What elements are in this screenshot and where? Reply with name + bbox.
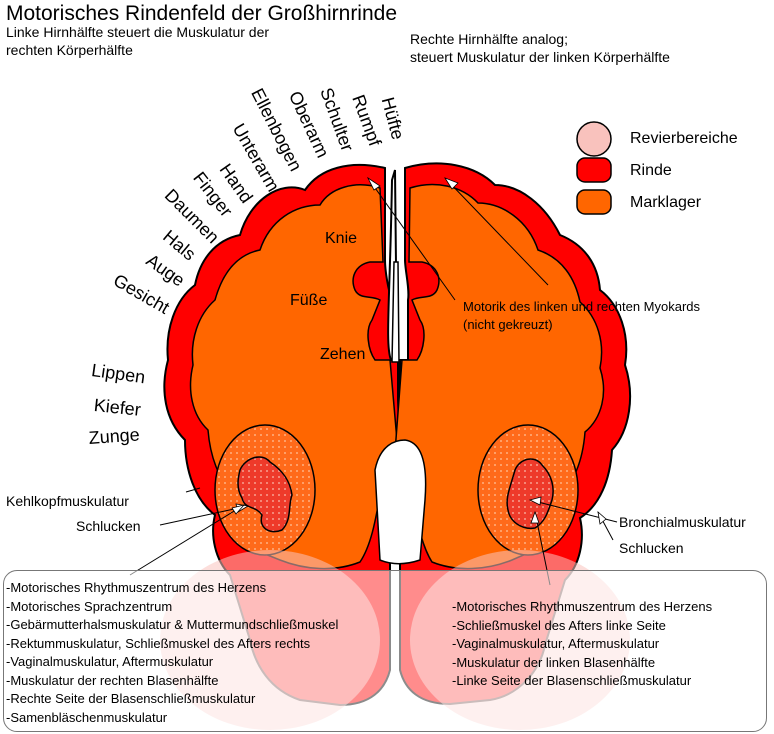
annotation-kehlkopf: Kehlkopfmuskulatur [6, 493, 129, 509]
list-item: -Rektummuskulatur, Schließmuskel des Aft… [6, 635, 311, 651]
annotation-schlucken-left: Schlucken [76, 518, 141, 534]
list-item: -Motorisches Rhythmuszentrum des Herzens [452, 599, 713, 614]
list-item: -Samenbläschenmuskulatur [6, 709, 168, 725]
label-knie: Knie [325, 230, 358, 247]
left-note-line1: Linke Hirnhälfte steuert die Muskulatur … [6, 24, 270, 40]
left-list: -Motorisches Rhythmuszentrum des Herzens… [6, 579, 338, 727]
list-item: -Schließmuskel des Afters linke Seite [452, 617, 666, 633]
annotation-myokard-line2: (nicht gekreuzt) [463, 317, 553, 332]
legend-marklager: Marklager [630, 194, 702, 211]
list-item: -Linke Seite der Blasenschließmuskulatur [452, 673, 692, 688]
label-fuesse: Füße [290, 292, 328, 309]
list-item: -Muskulatur der linken Blasenhälfte [452, 654, 656, 670]
page-title: Motorisches Rindenfeld der Großhirnrinde [6, 2, 398, 25]
legend-swatch-revier [576, 121, 612, 157]
right-note-line2: steuert Muskulatur der linken Körperhälf… [410, 49, 670, 65]
left-note-line2: rechten Körperhälfte [6, 42, 133, 58]
list-item: -Gebärmutterhalsmuskulatur & Muttermunds… [6, 617, 339, 632]
list-item: -Vaginalmuskulatur, Aftermuskulatur [6, 654, 214, 669]
info-box [3, 570, 767, 732]
annotation-myokard-line1: Motorik des linken und rechten Myokards [463, 299, 701, 314]
annotation-bronchial: Bronchialmuskulatur [619, 514, 746, 530]
list-item: -Vaginalmuskulatur, Aftermuskulatur [452, 636, 660, 651]
label-zehen: Zehen [320, 346, 366, 363]
list-item: -Rechte Seite der Blasenschließmuskulatu… [6, 691, 256, 706]
list-item: -Motorisches Sprachzentrum [6, 598, 173, 614]
right-note-line1: Rechte Hirnhälfte analog; [410, 31, 568, 47]
label-zunge: Zunge [88, 424, 141, 448]
legend-revier: Revierbereiche [630, 130, 738, 147]
right-list: -Motorisches Rhythmuszentrum des Herzens… [452, 598, 712, 691]
list-item: -Muskulatur der rechten Blasenhälfte [6, 672, 219, 688]
legend-swatch-marklager [576, 189, 612, 215]
list-item: -Motorisches Rhythmuszentrum des Herzens [6, 580, 267, 595]
legend-swatch-rinde [576, 157, 612, 183]
annotation-schlucken-right: Schlucken [619, 540, 684, 556]
legend-rinde: Rinde [630, 162, 672, 179]
